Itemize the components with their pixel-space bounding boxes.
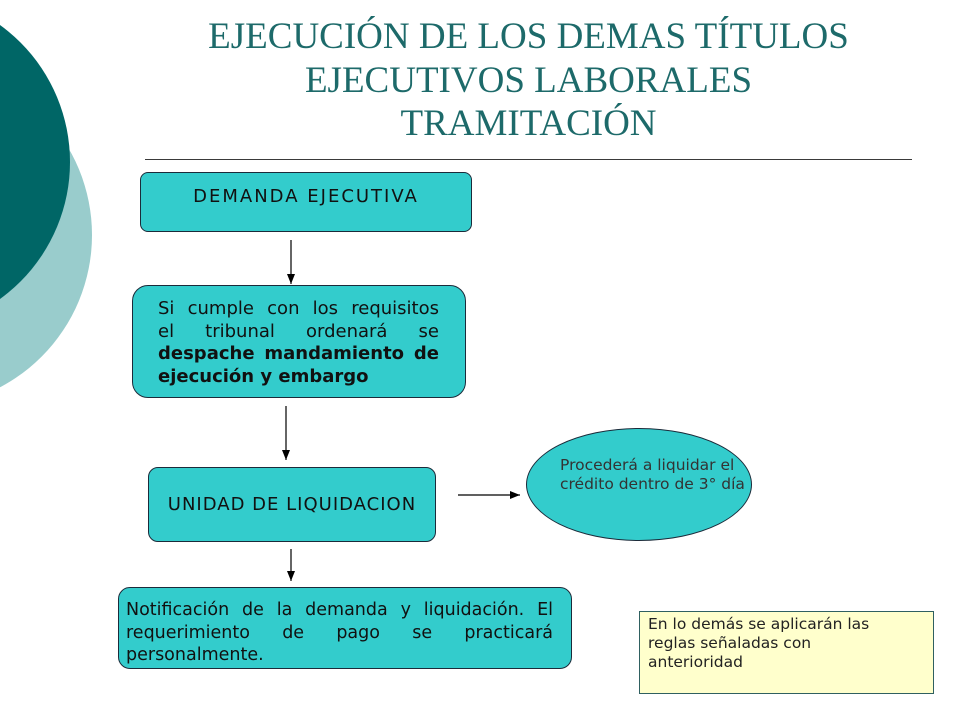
- note-line: reglas señaladas con: [648, 634, 812, 652]
- title-line: TRAMITACIÓN: [400, 103, 657, 144]
- title-line: EJECUTIVOS LABORALES: [304, 59, 753, 101]
- dark-teal-circle: [0, 25, 70, 299]
- requisitos-line-bold: despache mandamiento de: [158, 343, 439, 364]
- slide-title: EJECUCIÓN DE LOS DEMAS TÍTULOS EJECUTIVO…: [145, 15, 912, 146]
- notificacion-line: personalmente.: [126, 645, 264, 665]
- title-divider: [145, 159, 912, 160]
- liquidar-credito-ellipse: Procederá a liquidar el crédito dentro d…: [526, 428, 752, 541]
- liquidar-credito-line: Procederá a liquidar el: [560, 456, 735, 474]
- note-box: En lo demás se aplicarán las reglas seña…: [639, 611, 934, 694]
- liquidar-credito-line: crédito dentro de 3° día: [560, 475, 745, 493]
- unidad-liquidacion-box: UNIDAD DE LIQUIDACION: [148, 467, 436, 542]
- title-line: EJECUCIÓN DE LOS DEMAS TÍTULOS: [208, 16, 849, 57]
- notificacion-box: Notificación de la demanda y liquidación…: [118, 587, 572, 669]
- requisitos-line: el tribunal ordenará se: [158, 320, 439, 342]
- demanda-ejecutiva-box: DEMANDA EJECUTIVA: [140, 172, 472, 232]
- note-line: anterioridad: [648, 653, 743, 671]
- notificacion-line: requerimiento de pago se practicará: [126, 622, 553, 643]
- unidad-liquidacion-label: UNIDAD DE LIQUIDACION: [167, 494, 417, 515]
- requisitos-line-bold: ejecución y embargo: [158, 365, 369, 387]
- note-line: En lo demás se aplicarán las: [648, 615, 870, 633]
- demanda-ejecutiva-label: DEMANDA EJECUTIVA: [193, 186, 419, 207]
- requisitos-line: Si cumple con los requisitos: [158, 298, 439, 319]
- notificacion-line: Notificación de la demanda y liquidación…: [126, 600, 553, 620]
- requisitos-box: Si cumple con los requisitos el tribunal…: [132, 285, 466, 398]
